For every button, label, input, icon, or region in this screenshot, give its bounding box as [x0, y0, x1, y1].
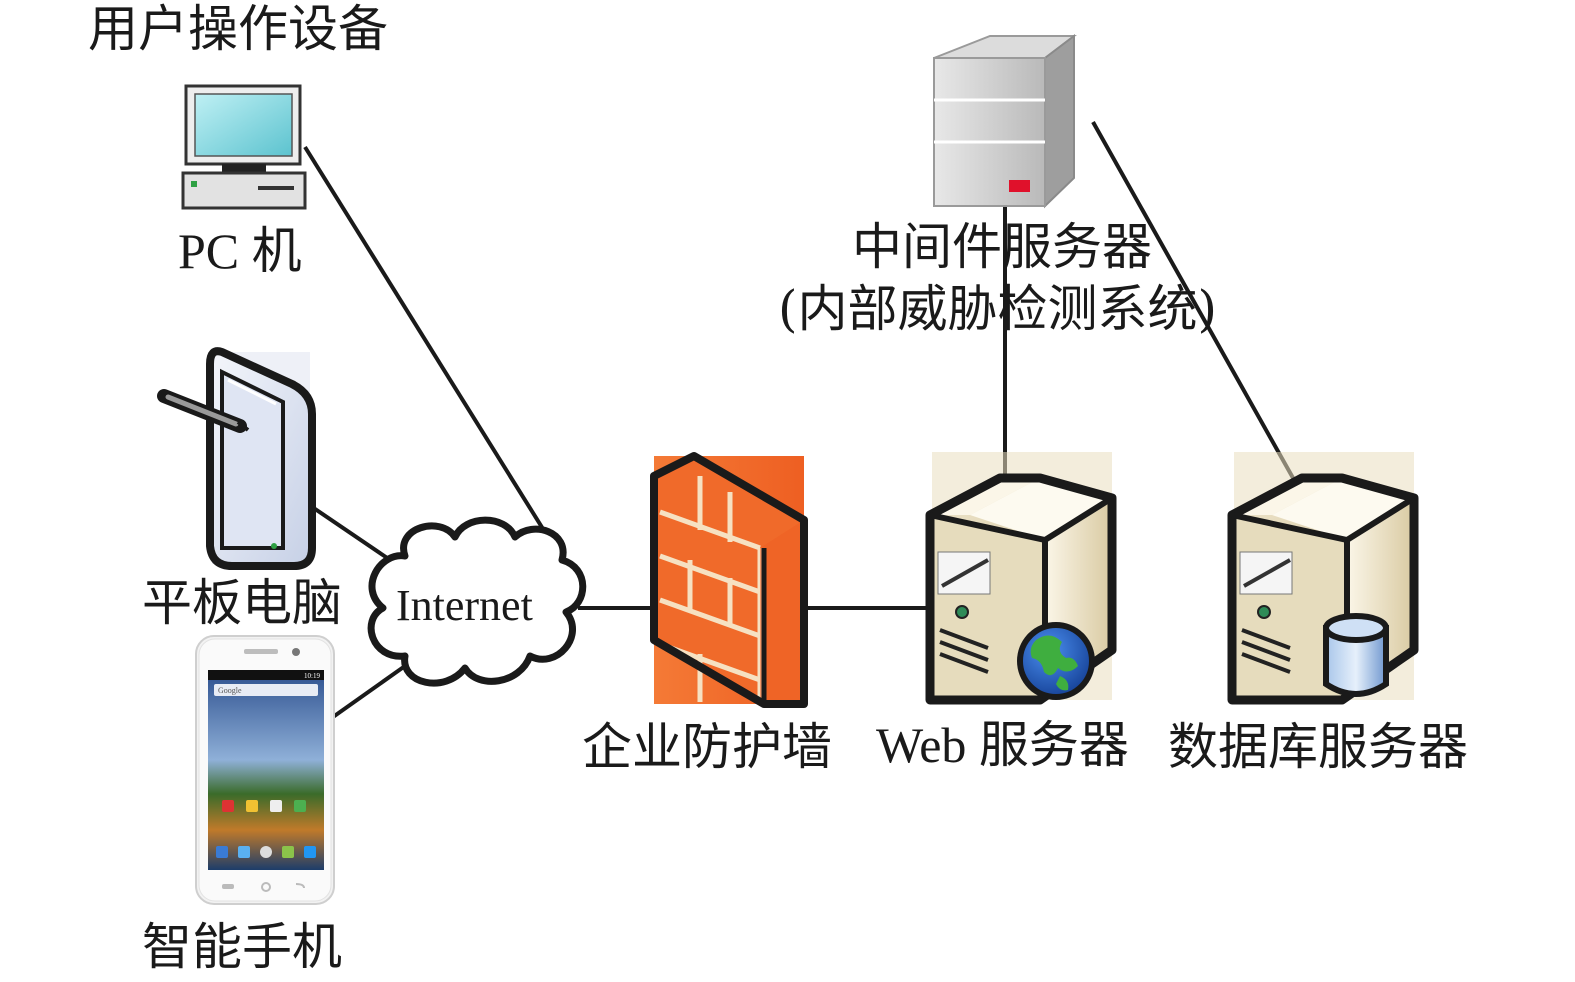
diagram-title: 用户操作设备 [88, 0, 388, 58]
middleware-server-icon [933, 33, 1077, 209]
internet-cloud-icon [367, 516, 587, 687]
internet-label: Internet [396, 581, 533, 630]
firewall-icon [650, 452, 808, 708]
db-server-label: 数据库服务器 [1168, 718, 1468, 776]
database-cylinder-icon [1323, 613, 1389, 697]
pc-icon [181, 84, 307, 210]
link-pc-internet [303, 145, 555, 547]
link-phone-internet [331, 664, 407, 719]
middleware-label-line1: 中间件服务器 [852, 218, 1152, 276]
phone-app-icons [216, 800, 316, 858]
phone-status-time: 10:19 [304, 672, 320, 680]
globe-icon [1017, 622, 1095, 700]
middleware-label-line2: (内部威胁检测系统) [778, 280, 1218, 338]
firewall-label: 企业防护墙 [582, 718, 832, 776]
tablet-icon [157, 347, 316, 570]
link-middleware-db [1091, 121, 1304, 495]
pc-label: PC 机 [178, 223, 302, 279]
phone-search-text: Google [218, 686, 242, 695]
stylus-icon [157, 389, 250, 433]
database-server-icon [1227, 452, 1419, 705]
smartphone-icon: 10:19 Google [195, 635, 335, 905]
phone-label: 智能手机 [142, 918, 342, 976]
web-server-vents [939, 628, 989, 674]
web-server-label: Web 服务器 [876, 717, 1129, 773]
web-server-icon [925, 452, 1117, 705]
tablet-label: 平板电脑 [142, 574, 342, 632]
db-server-vents [1241, 628, 1291, 674]
